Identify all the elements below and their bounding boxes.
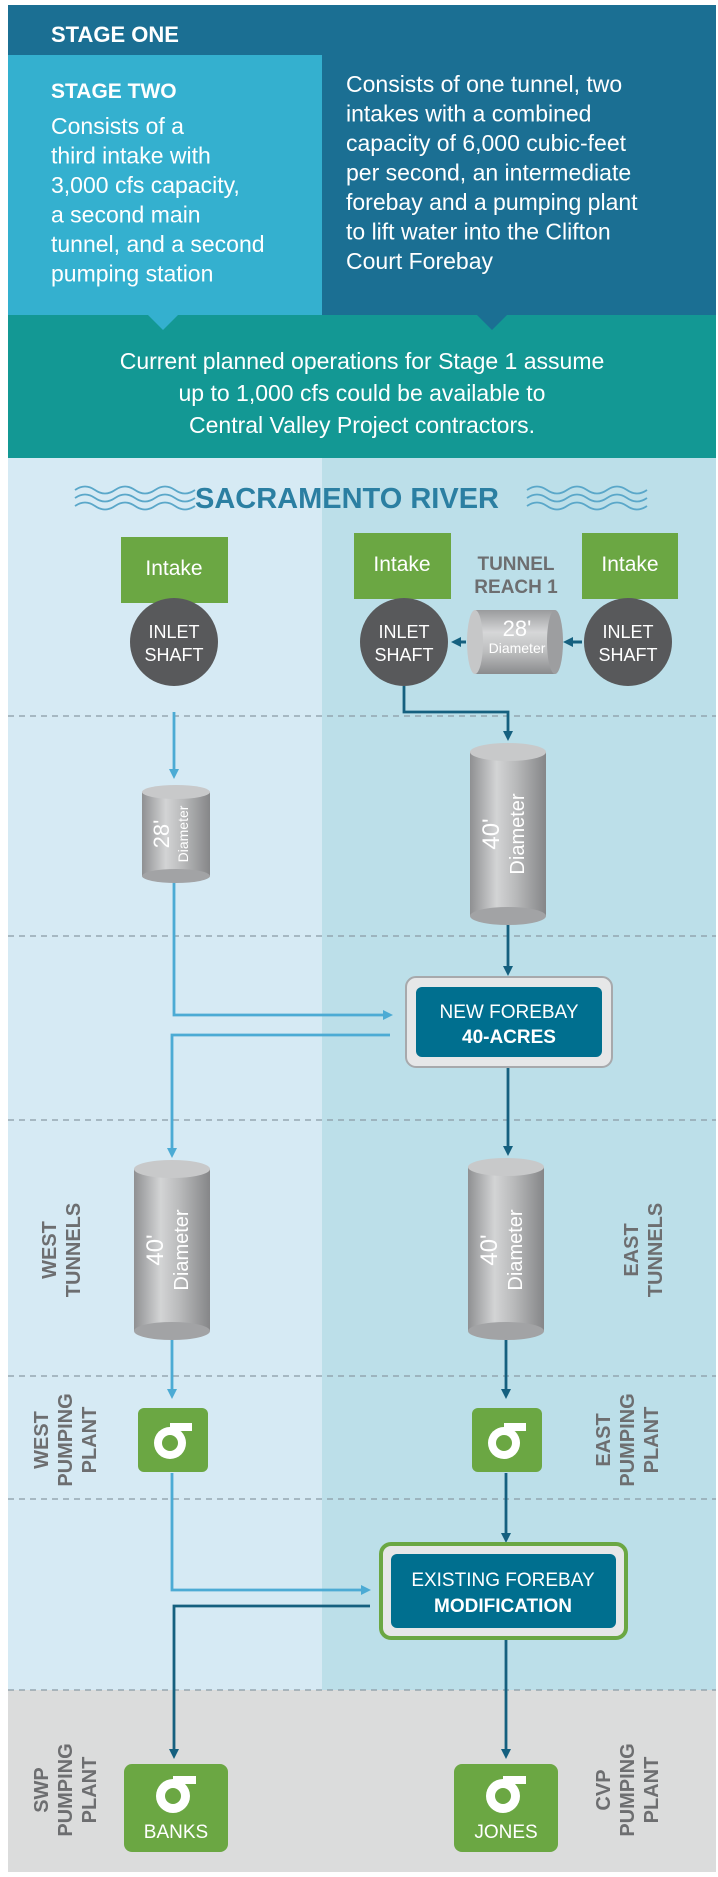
header: STAGE ONE STAGE TWO Consists of a third i…: [8, 5, 716, 458]
svg-text:INLET: INLET: [148, 622, 199, 642]
tunnel-reach-28ft-horizontal: 28' Diameter: [467, 610, 563, 674]
east-pumping-plant-label-line-3: PLANT: [641, 1407, 663, 1474]
stage-one-line-2: intakes with a combined: [346, 101, 591, 127]
current-operations-line-2: up to 1,000 cfs could be available to: [179, 380, 546, 406]
east-tunnels-label-line-1: EAST: [621, 1223, 643, 1276]
inlet-shaft-west: INLET SHAFT: [130, 598, 218, 686]
inlet-shaft-east-2: INLET SHAFT: [584, 598, 672, 686]
svg-text:28': 28': [149, 820, 174, 849]
west-flow-lines: [167, 712, 393, 1595]
west-tunnels-label-line-1: WEST: [39, 1221, 61, 1279]
svg-text:28': 28': [503, 616, 532, 641]
current-operations-line-1: Current planned operations for Stage 1 a…: [120, 348, 605, 374]
east-pumping-plant-label-line-2: PUMPING: [617, 1393, 639, 1486]
svg-text:NEW FOREBAY: NEW FOREBAY: [440, 1002, 579, 1023]
east-pumping-plant-label-line-1: EAST: [593, 1413, 615, 1466]
current-operations-text: Current planned operations for Stage 1 a…: [120, 348, 605, 438]
stage-one-title: STAGE ONE: [51, 22, 179, 47]
svg-text:MODIFICATION: MODIFICATION: [434, 1596, 572, 1617]
svg-text:Diameter: Diameter: [171, 1209, 193, 1290]
west-tunnel-28ft: 28' Diameter: [142, 785, 210, 883]
jones-label: JONES: [474, 1822, 537, 1843]
stage-one-line-4: per second, an intermediate: [346, 160, 631, 186]
jones-pump: JONES: [454, 1764, 558, 1852]
svg-text:40': 40': [142, 1234, 169, 1265]
svg-text:INLET: INLET: [602, 622, 653, 642]
stage-one-line-3: capacity of 6,000 cubic-feet: [346, 130, 627, 156]
stage-one-line-5: forebay and a pumping plant: [346, 189, 638, 215]
svg-text:EXISTING FOREBAY: EXISTING FOREBAY: [411, 1570, 595, 1591]
west-pumping-plant-label-line-1: WEST: [31, 1411, 53, 1469]
stage-two-line-6: pumping station: [51, 261, 213, 287]
west-pump-icon: [138, 1408, 208, 1472]
svg-text:40': 40': [476, 1234, 503, 1265]
svg-text:INLET: INLET: [378, 622, 429, 642]
east-tunnel-40ft-lower: 40' Diameter: [468, 1158, 544, 1340]
cvp-pumping-plant-label-line-2: PUMPING: [617, 1743, 639, 1836]
existing-forebay-box: EXISTING FOREBAY MODIFICATION: [379, 1542, 628, 1640]
svg-text:Intake: Intake: [373, 553, 430, 576]
stage-two-line-4: a second main: [51, 202, 201, 228]
stage-one-line-1: Consists of one tunnel, two: [346, 71, 622, 97]
swp-pumping-plant-label-line-2: PUMPING: [55, 1743, 77, 1836]
west-pumping-plant-label-line-3: PLANT: [79, 1407, 101, 1474]
banks-pump: BANKS: [124, 1764, 228, 1852]
tunnel-reach-label-2: REACH 1: [474, 577, 558, 598]
new-forebay-box: NEW FOREBAY 40-ACRES: [405, 976, 613, 1068]
banks-label: BANKS: [144, 1822, 208, 1843]
current-operations-panel: [8, 315, 716, 458]
west-tunnel-40ft: 40' Diameter: [134, 1160, 210, 1340]
stage-two-panel: [8, 55, 322, 315]
svg-text:Diameter: Diameter: [507, 793, 529, 874]
svg-text:Diameter: Diameter: [505, 1209, 527, 1290]
stage-two-line-3: 3,000 cfs capacity,: [51, 172, 240, 198]
stage-one-description: Consists of one tunnel, two intakes with …: [346, 71, 638, 274]
current-operations-line-3: Central Valley Project contractors.: [189, 412, 535, 438]
east-flow-lines: [169, 686, 513, 1759]
inlet-shaft-east-1: INLET SHAFT: [360, 598, 448, 686]
river-waves-left: [74, 485, 196, 511]
river-waves-right: [526, 485, 648, 511]
cvp-pumping-plant-label-line-1: CVP: [593, 1769, 615, 1810]
river-label: SACRAMENTO RIVER: [195, 483, 499, 515]
west-pumping-plant-label-line-2: PUMPING: [55, 1393, 77, 1486]
svg-text:40': 40': [478, 818, 505, 849]
svg-text:Intake: Intake: [601, 553, 658, 576]
intake-west: Intake: [121, 537, 228, 603]
intake-east-2: Intake: [582, 533, 678, 599]
svg-text:Diameter: Diameter: [489, 640, 546, 656]
stage-two-title: STAGE TWO: [51, 80, 177, 103]
svg-text:Intake: Intake: [145, 557, 202, 580]
stage-two-line-2: third intake with: [51, 143, 211, 169]
east-tunnel-40ft-upper: 40' Diameter: [470, 743, 546, 925]
svg-text:40-ACRES: 40-ACRES: [462, 1027, 556, 1048]
swp-pumping-plant-label-line-3: PLANT: [79, 1757, 101, 1824]
east-pump-icon: [472, 1408, 542, 1472]
stage-two-line-5: tunnel, and a second: [51, 231, 265, 257]
section-dividers: [8, 715, 716, 1691]
stage-two-line-1: Consists of a: [51, 113, 184, 139]
cvp-pumping-plant-label-line-3: PLANT: [641, 1757, 663, 1824]
swp-pumping-plant-label-line-1: SWP: [31, 1767, 53, 1813]
svg-text:SHAFT: SHAFT: [374, 645, 433, 665]
tunnel-reach-label-1: TUNNEL: [477, 554, 554, 575]
svg-text:SHAFT: SHAFT: [144, 645, 203, 665]
west-tunnels-label-line-2: TUNNELS: [63, 1203, 85, 1297]
stage-two-description: Consists of a third intake with 3,000 cfs …: [51, 113, 265, 287]
svg-text:SHAFT: SHAFT: [598, 645, 657, 665]
svg-text:Diameter: Diameter: [175, 805, 191, 862]
stage-one-line-7: Court Forebay: [346, 248, 494, 274]
east-tunnels-label-line-2: TUNNELS: [645, 1203, 667, 1297]
stage-one-line-6: to lift water into the Clifton: [346, 219, 611, 245]
intake-east-1: Intake: [354, 533, 451, 599]
